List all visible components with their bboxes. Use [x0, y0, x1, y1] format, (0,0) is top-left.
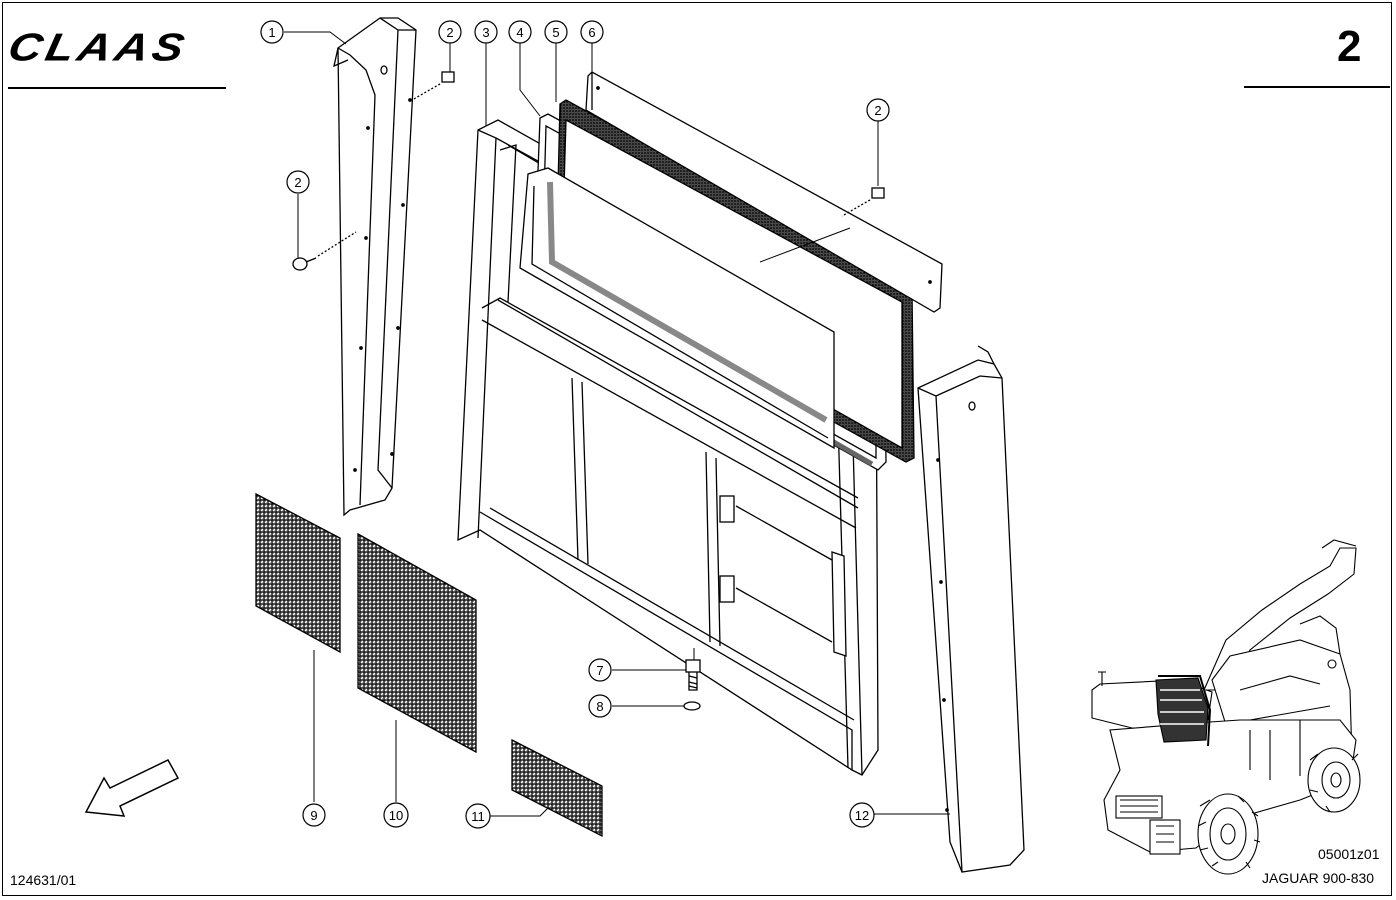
callout-4-label: 4 [516, 25, 523, 40]
callout-12-label: 12 [855, 808, 869, 823]
document-number: 124631/01 [10, 872, 77, 888]
part-9-mesh-panel [255, 492, 341, 654]
callout-9: 9 [302, 803, 326, 827]
callout-2-right-label: 2 [874, 103, 881, 118]
model-label: JAGUAR 900-830 [1262, 870, 1375, 886]
callout-9-label: 9 [310, 808, 317, 823]
part-11-mesh-panel [511, 738, 603, 838]
callout-8: 8 [588, 694, 612, 718]
callout-5: 5 [544, 20, 568, 44]
callout-markers: 1 2 2 2 3 4 5 6 7 8 9 10 11 12 [260, 20, 890, 829]
drawing-id: 05001z01 [1318, 846, 1380, 862]
callout-7: 7 [588, 658, 612, 682]
callout-6: 6 [580, 20, 604, 44]
callout-2-left-label: 2 [294, 175, 301, 190]
callout-7-label: 7 [596, 663, 603, 678]
callout-5-label: 5 [552, 25, 559, 40]
callout-10: 10 [383, 802, 409, 828]
part-2-screw-left [292, 231, 357, 271]
logo-underline [8, 87, 226, 89]
arrow-southwest-icon [84, 759, 180, 817]
callout-1-label: 1 [268, 25, 275, 40]
callout-12: 12 [849, 802, 875, 828]
callout-3-label: 3 [482, 25, 489, 40]
page-number: 2 [1337, 22, 1362, 71]
callout-11-label: 11 [471, 809, 485, 824]
part-2-screw-right [841, 187, 885, 217]
callout-2-left: 2 [286, 170, 310, 194]
part-10-mesh-panel [357, 532, 477, 754]
callout-2-right: 2 [866, 98, 890, 122]
part-7-bolt [685, 659, 701, 691]
callout-6-label: 6 [588, 25, 595, 40]
callout-4: 4 [508, 20, 532, 44]
callout-3: 3 [474, 20, 498, 44]
part-8-washer [683, 701, 701, 711]
callout-8-label: 8 [596, 699, 603, 714]
page-number-underline [1244, 86, 1390, 88]
callout-10-label: 10 [389, 808, 403, 823]
callout-2-top-label: 2 [446, 25, 453, 40]
part-1-left-cover [333, 17, 417, 517]
forage-harvester-thumbnail [1091, 539, 1361, 875]
callout-2-top: 2 [438, 20, 462, 44]
callout-1: 1 [260, 20, 284, 44]
part-12-right-cover [917, 345, 1025, 873]
frame-inner-glass [519, 167, 835, 450]
leader-lines [284, 31, 950, 817]
part-2-screw-top [411, 71, 455, 101]
callout-11: 11 [465, 803, 491, 829]
